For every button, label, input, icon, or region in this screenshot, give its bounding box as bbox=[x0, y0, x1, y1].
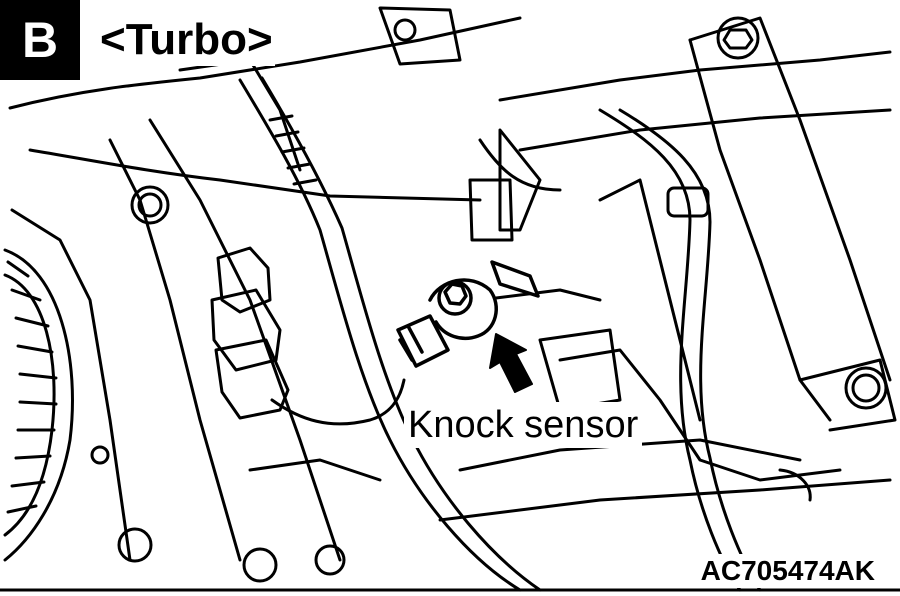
engine-block-outline bbox=[8, 6, 897, 562]
knock-sensor-label: Knock sensor bbox=[404, 402, 643, 448]
knock-sensor bbox=[396, 260, 540, 368]
wire-harness bbox=[238, 76, 762, 592]
harness-connectors bbox=[210, 246, 406, 426]
section-letter-badge: B bbox=[0, 0, 80, 80]
variant-label: <Turbo> bbox=[98, 14, 275, 66]
bolt-heads bbox=[90, 185, 346, 583]
flywheel-teeth bbox=[3, 248, 74, 562]
figure-code: AC705474AK bbox=[697, 554, 878, 588]
knock-sensor-pointer-arrow bbox=[489, 333, 533, 393]
